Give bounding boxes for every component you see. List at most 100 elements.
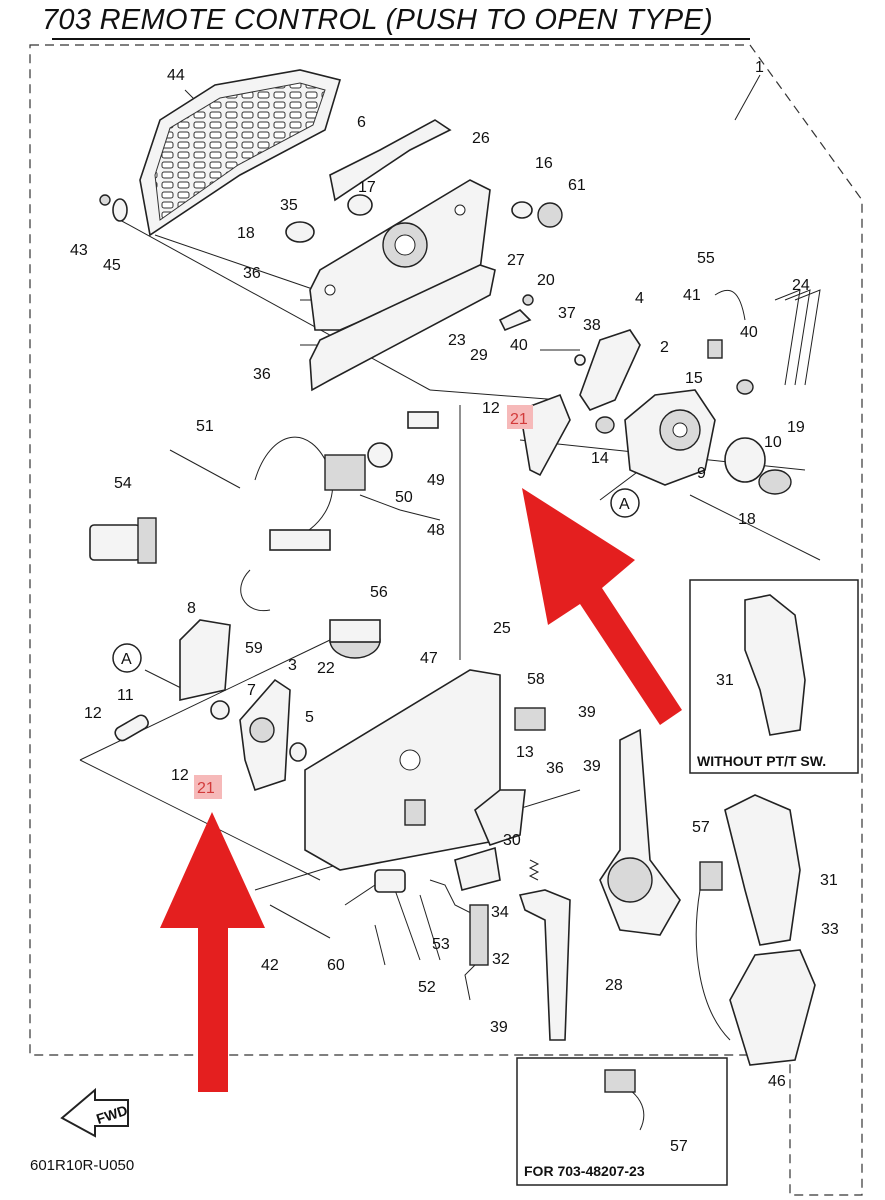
label-8: 8 [187,600,196,617]
label-12-top: 12 [482,400,500,417]
label-31: 31 [820,872,838,889]
label-27: 27 [507,252,525,269]
label-20: 20 [537,272,555,289]
part-44-top-cover [139,69,342,237]
label-13: 13 [516,744,534,761]
label-5: 5 [305,709,314,726]
label-41: 41 [683,287,701,304]
label-32: 32 [492,951,510,968]
label-15: 15 [685,370,703,387]
part-58-block [514,707,546,731]
part-14-bushing [595,416,615,434]
label-25: 25 [493,620,511,637]
part-7-washer [210,700,230,720]
label-60: 60 [327,957,345,974]
part-33-cover [729,949,816,1066]
part-15-bushing [736,379,754,395]
label-28: 28 [605,977,623,994]
label-9: 9 [697,465,706,482]
label-37: 37 [558,305,576,322]
label-12-left: 12 [84,705,102,722]
label-30: 30 [503,832,521,849]
part-18-grommet [758,469,792,495]
label-39-mid: 39 [583,758,601,775]
callout-A-top-letter: A [619,496,630,513]
part-26-main-plate [309,179,491,331]
label-54: 54 [114,475,132,492]
highlight-21-top [507,405,533,429]
label-39-top: 39 [578,704,596,721]
label-55: 55 [697,250,715,267]
label-14: 14 [591,450,609,467]
label-38: 38 [583,317,601,334]
label-34: 34 [491,904,509,921]
label-45: 45 [103,257,121,274]
label-49: 49 [427,472,445,489]
label-56: 56 [370,584,388,601]
part-4-arm [519,329,641,477]
red-arrow-top [522,488,682,725]
part-6-lever [329,119,452,202]
part-53-lanyard [429,879,489,1001]
inset-caption-for-703: FOR 703-48207-23 [524,1163,645,1179]
part-48-switch-harness [254,411,439,551]
label-23: 23 [448,332,466,349]
callout-A-top [610,488,640,518]
label-12-bottom: 12 [171,767,189,784]
label-1: 1 [755,59,764,76]
label-36-b: 36 [253,366,271,383]
label-48: 48 [427,522,445,539]
part-55-connector [707,339,723,359]
part-60-screw [374,924,386,966]
label-44: 44 [167,67,185,84]
label-2: 2 [660,339,669,356]
callout-A-left [112,643,142,673]
label-47: 47 [420,650,438,667]
diagram-title: 703 REMOTE CONTROL (PUSH TO OPEN TYPE) [42,4,714,36]
label-51: 51 [196,418,214,435]
label-35: 35 [280,197,298,214]
label-42: 42 [261,957,279,974]
inset-without-pt [689,579,859,774]
part-28-handle-arm [599,728,681,936]
label-21-top: 21 [510,411,528,428]
part-56-relay [329,619,381,659]
part-55-harness [714,289,746,321]
label-36-c: 36 [546,760,564,777]
label-46: 46 [768,1073,786,1090]
part-42-bolt [269,904,331,939]
label-19: 19 [787,419,805,436]
callout-A-left-letter: A [121,651,132,668]
label-29: 29 [470,347,488,364]
highlight-21-left [194,775,222,799]
label-61: 61 [568,177,586,194]
label-40-right: 40 [740,324,758,341]
part-54-connector [89,517,157,564]
label-16: 16 [535,155,553,172]
label-53: 53 [432,936,450,953]
label-33: 33 [821,921,839,938]
part-34-bracket [454,846,501,891]
part-2-gear [624,389,716,486]
fwd-arrow-icon [60,1087,129,1138]
label-21-left: 21 [197,780,215,797]
label-52: 52 [418,979,436,996]
part-24-springs [774,289,821,386]
label-40-left: 40 [510,337,528,354]
label-39-bottom: 39 [490,1019,508,1036]
label-6: 6 [357,114,366,131]
part-3-plate [239,678,291,792]
part-59-clip [240,569,271,612]
red-arrow-left [160,812,265,1092]
part-13-bracket [474,789,526,846]
part-11-pin [114,714,149,742]
inset-for-703 [516,1057,728,1186]
label-36-a: 36 [243,265,261,282]
top-small-parts [99,194,586,366]
part-9-cam [724,437,766,483]
label-43: 43 [70,242,88,259]
label-17: 17 [358,179,376,196]
inset-caption-without-pt: WITHOUT PT/T SW. [697,753,826,769]
label-11: 11 [117,687,134,704]
